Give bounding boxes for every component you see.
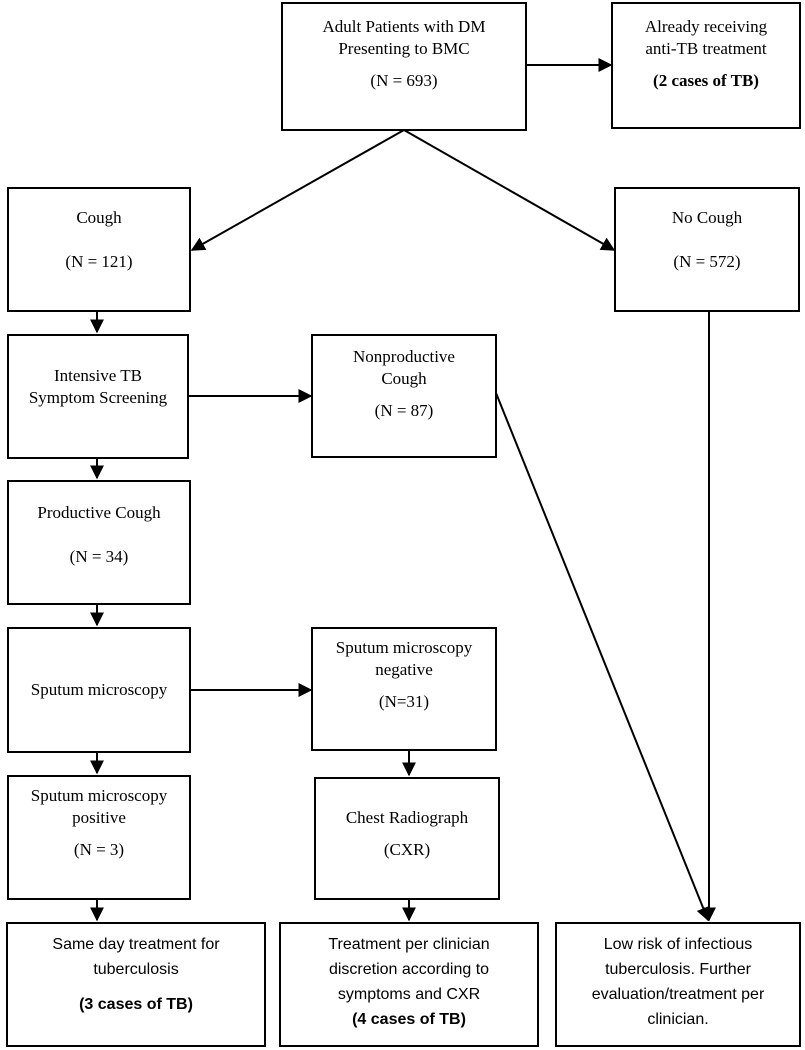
node-intensive-screening-line1: Intensive TB (54, 366, 142, 385)
node-nonproductive-line2: Cough (381, 369, 427, 388)
node-adult-patients-line2: Presenting to BMC (338, 39, 470, 58)
node-adult-patients: Adult Patients with DM Presenting to BMC… (281, 2, 527, 131)
node-sputum-negative-line2: negative (375, 660, 433, 679)
node-chest-radiograph: Chest Radiograph (CXR) (314, 777, 500, 900)
node-chest-radiograph-line2: (CXR) (383, 840, 431, 859)
node-already-receiving-cases: (2 cases of TB) (653, 71, 759, 90)
node-sputum-microscopy-label: Sputum microscopy (30, 680, 168, 699)
node-low-risk-line4: clinician. (647, 1011, 709, 1028)
node-cough-label: Cough (76, 208, 122, 227)
node-sputum-microscopy: Sputum microscopy (7, 627, 191, 753)
node-productive-cough: Productive Cough (N = 34) (7, 480, 191, 605)
node-treatment-per-clinician: Treatment per clinician discretion accor… (279, 922, 539, 1047)
node-already-receiving: Already receiving anti-TB treatment (2 c… (611, 2, 801, 129)
node-adult-patients-count: (N = 693) (370, 71, 438, 90)
node-sputum-negative-line1: Sputum microscopy (335, 638, 473, 657)
node-nonproductive-cough: Nonproductive Cough (N = 87) (311, 334, 497, 458)
arrow-nonproductive-to-low-risk (495, 392, 710, 922)
node-low-risk-line3: evaluation/treatment per (591, 986, 765, 1003)
node-chest-radiograph-line1: Chest Radiograph (345, 808, 469, 827)
node-cough-count: (N = 121) (65, 252, 133, 271)
node-no-cough-label: No Cough (671, 208, 743, 227)
node-productive-label: Productive Cough (37, 503, 161, 522)
node-sputum-negative: Sputum microscopy negative (N=31) (311, 627, 497, 751)
node-nonproductive-line1: Nonproductive (353, 347, 455, 366)
node-no-cough-count: (N = 572) (673, 252, 741, 271)
node-sputum-positive-count: (N = 3) (73, 840, 125, 859)
node-already-receiving-line2: anti-TB treatment (645, 39, 767, 58)
node-low-risk-line1: Low risk of infectious (603, 936, 753, 953)
node-same-day-line1: Same day treatment for (52, 936, 220, 953)
arrow-adult-to-cough (190, 129, 405, 251)
node-same-day-line2: tuberculosis (93, 961, 179, 978)
node-treatment-line3: symptoms and CXR (337, 986, 481, 1003)
node-already-receiving-line1: Already receiving (644, 17, 768, 36)
node-nonproductive-count: (N = 87) (374, 401, 434, 420)
node-sputum-negative-count: (N=31) (378, 692, 430, 711)
node-adult-patients-line1: Adult Patients with DM (322, 17, 486, 36)
node-same-day-treatment: Same day treatment for tuberculosis (3 c… (6, 922, 266, 1047)
node-sputum-positive: Sputum microscopy positive (N = 3) (7, 775, 191, 900)
node-intensive-screening-line2: Symptom Screening (28, 388, 168, 407)
arrow-adult-to-no-cough (403, 129, 616, 251)
node-low-risk-line2: tuberculosis. Further (605, 961, 751, 978)
node-productive-count: (N = 34) (69, 547, 129, 566)
node-treatment-line2: discretion according to (328, 961, 490, 978)
node-cough: Cough (N = 121) (7, 187, 191, 312)
node-intensive-screening: Intensive TB Symptom Screening (7, 334, 189, 459)
node-treatment-cases: (4 cases of TB) (352, 1011, 466, 1028)
node-sputum-positive-line1: Sputum microscopy (30, 786, 168, 805)
node-sputum-positive-line2: positive (72, 808, 126, 827)
node-no-cough: No Cough (N = 572) (614, 187, 800, 312)
node-same-day-cases: (3 cases of TB) (79, 996, 193, 1013)
node-treatment-line1: Treatment per clinician (328, 936, 490, 953)
node-low-risk: Low risk of infectious tuberculosis. Fur… (555, 922, 801, 1047)
